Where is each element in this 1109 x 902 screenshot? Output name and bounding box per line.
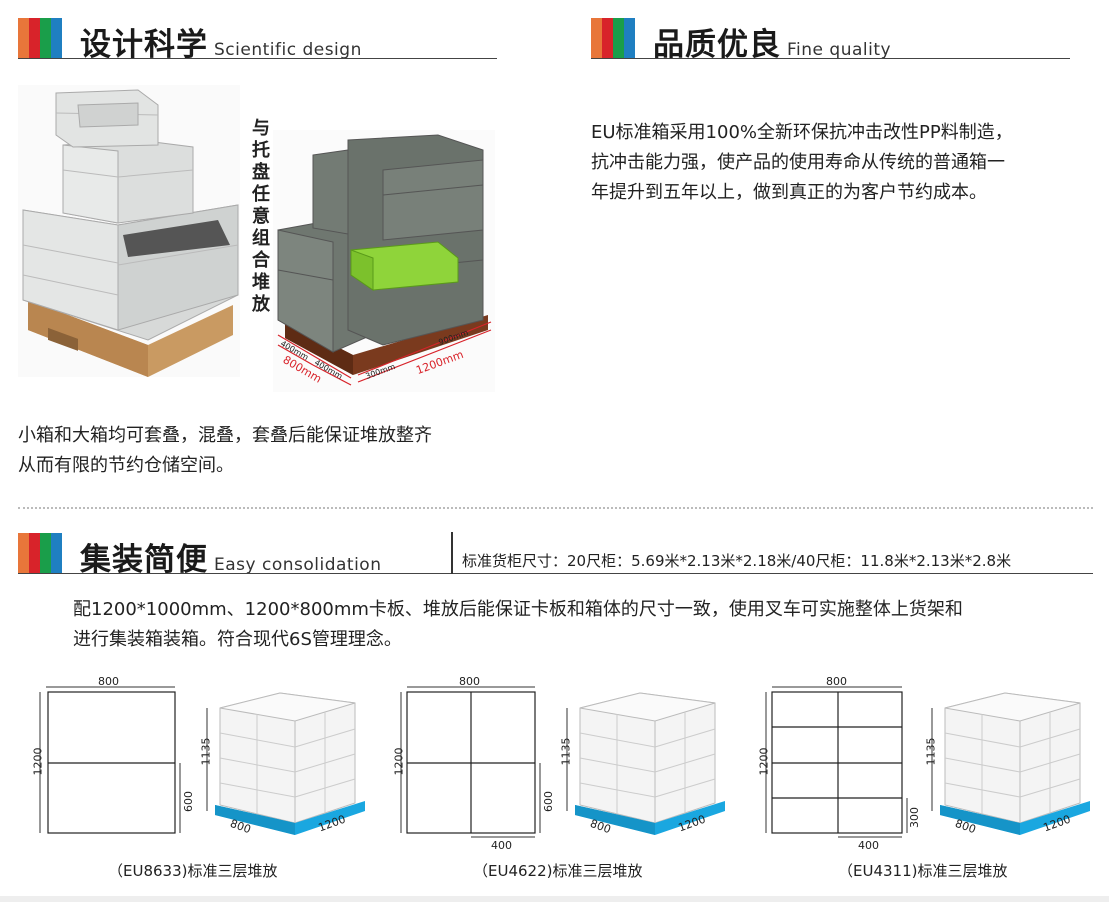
dim-bottom: 400: [858, 839, 879, 852]
diagram-eu8633: 800 1200 600 1135 800 1200: [30, 675, 370, 845]
spec-separator: [451, 532, 453, 574]
vertical-char: 意: [252, 206, 270, 227]
section-title-quality: 品质优良 Fine quality: [653, 19, 891, 64]
caption-eu8633: （EU8633)标准三层堆放: [108, 862, 278, 880]
stacked-crates-photo: [18, 85, 240, 377]
photo-dimension-labels: 400mm 400mm 800mm 300mm 900mm 1200mm: [273, 130, 495, 392]
divider-design: [18, 58, 497, 59]
dim-inner: 300: [908, 807, 921, 828]
vertical-char: 放: [252, 294, 270, 315]
color-bars-consolidation: [18, 533, 62, 573]
mixed-stack-photo: [273, 130, 495, 392]
diagram-eu4311: 800 1200 300 400 1135 800 1200: [757, 675, 1100, 852]
section-title-design: 设计科学 Scientific design: [80, 19, 362, 64]
dim-label: 300mm: [364, 361, 397, 382]
vertical-char: 合: [252, 250, 270, 271]
section-title-consolidation: 集装简便 Easy consolidation: [80, 534, 381, 579]
container-spec: 标准货柜尺寸：20尺柜：5.69米*2.13米*2.18米/40尺柜：11.8米…: [462, 552, 1012, 570]
section-subtitle-design: Scientific design: [214, 40, 362, 60]
design-paragraph-line: 小箱和大箱均可套叠，混叠，套叠后能保证堆放整齐: [18, 425, 432, 446]
vertical-caption: 与 托 盘 任 意 组 合 堆 放: [250, 118, 272, 316]
consolidation-paragraph: 配1200*1000mm、1200*800mm卡板、堆放后能保证卡板和箱体的尺寸…: [73, 595, 1103, 655]
dim-height: 1135: [559, 737, 573, 766]
divider-consolidation: [18, 573, 1093, 574]
section-title-design-text: 设计科学: [80, 27, 208, 63]
dim-height: 1135: [924, 737, 938, 766]
quality-paragraph-line: 年提升到五年以上，做到真正的为客户节约成本。: [591, 182, 987, 203]
quality-paragraph: EU标准箱采用100%全新环保抗冲击改性PP料制造， 抗冲击能力强，使产品的使用…: [591, 118, 1091, 208]
dim-top: 800: [826, 675, 847, 688]
bottom-strip: [0, 896, 1109, 902]
vertical-char: 堆: [252, 272, 270, 293]
section-title-quality-text: 品质优良: [653, 27, 781, 63]
design-paragraph: 小箱和大箱均可套叠，混叠，套叠后能保证堆放整齐 从而有限的节约仓储空间。: [18, 421, 518, 481]
dotted-separator: [18, 507, 1093, 509]
dim-inner: 600: [182, 791, 195, 812]
dim-height: 1135: [199, 737, 213, 766]
divider-quality: [591, 58, 1070, 59]
consolidation-paragraph-line: 进行集装箱装箱。符合现代6S管理理念。: [73, 629, 402, 650]
dim-top: 800: [459, 675, 480, 688]
dim-label: 1200mm: [414, 347, 466, 378]
vertical-char: 托: [252, 140, 270, 161]
dim-bottom: 400: [491, 839, 512, 852]
quality-paragraph-line: EU标准箱采用100%全新环保抗冲击改性PP料制造，: [591, 122, 1013, 143]
vertical-char: 与: [252, 118, 270, 139]
dim-label: 900mm: [437, 327, 470, 348]
dim-side: 1200: [31, 747, 45, 776]
consolidation-paragraph-line: 配1200*1000mm、1200*800mm卡板、堆放后能保证卡板和箱体的尺寸…: [73, 599, 963, 620]
vertical-char: 任: [252, 184, 270, 205]
diagram-eu4622: 800 1200 600 400 1135 800 1200: [392, 675, 735, 852]
section-subtitle-quality: Fine quality: [787, 40, 892, 60]
vertical-char: 盘: [252, 162, 270, 183]
section-title-consolidation-text: 集装简便: [80, 542, 208, 578]
caption-eu4311: （EU4311)标准三层堆放: [838, 862, 1008, 880]
quality-paragraph-line: 抗冲击能力强，使产品的使用寿命从传统的普通箱一: [591, 152, 1005, 173]
section-subtitle-consolidation: Easy consolidation: [214, 555, 382, 575]
dim-inner: 600: [542, 791, 555, 812]
dim-side: 1200: [392, 747, 406, 776]
vertical-char: 组: [252, 228, 270, 249]
dim-side: 1200: [757, 747, 771, 776]
color-bars-design: [18, 18, 62, 58]
dim-top: 800: [98, 675, 119, 688]
color-bars-quality: [591, 18, 635, 58]
caption-eu4622: （EU4622)标准三层堆放: [473, 862, 643, 880]
design-paragraph-line: 从而有限的节约仓储空间。: [18, 455, 234, 476]
